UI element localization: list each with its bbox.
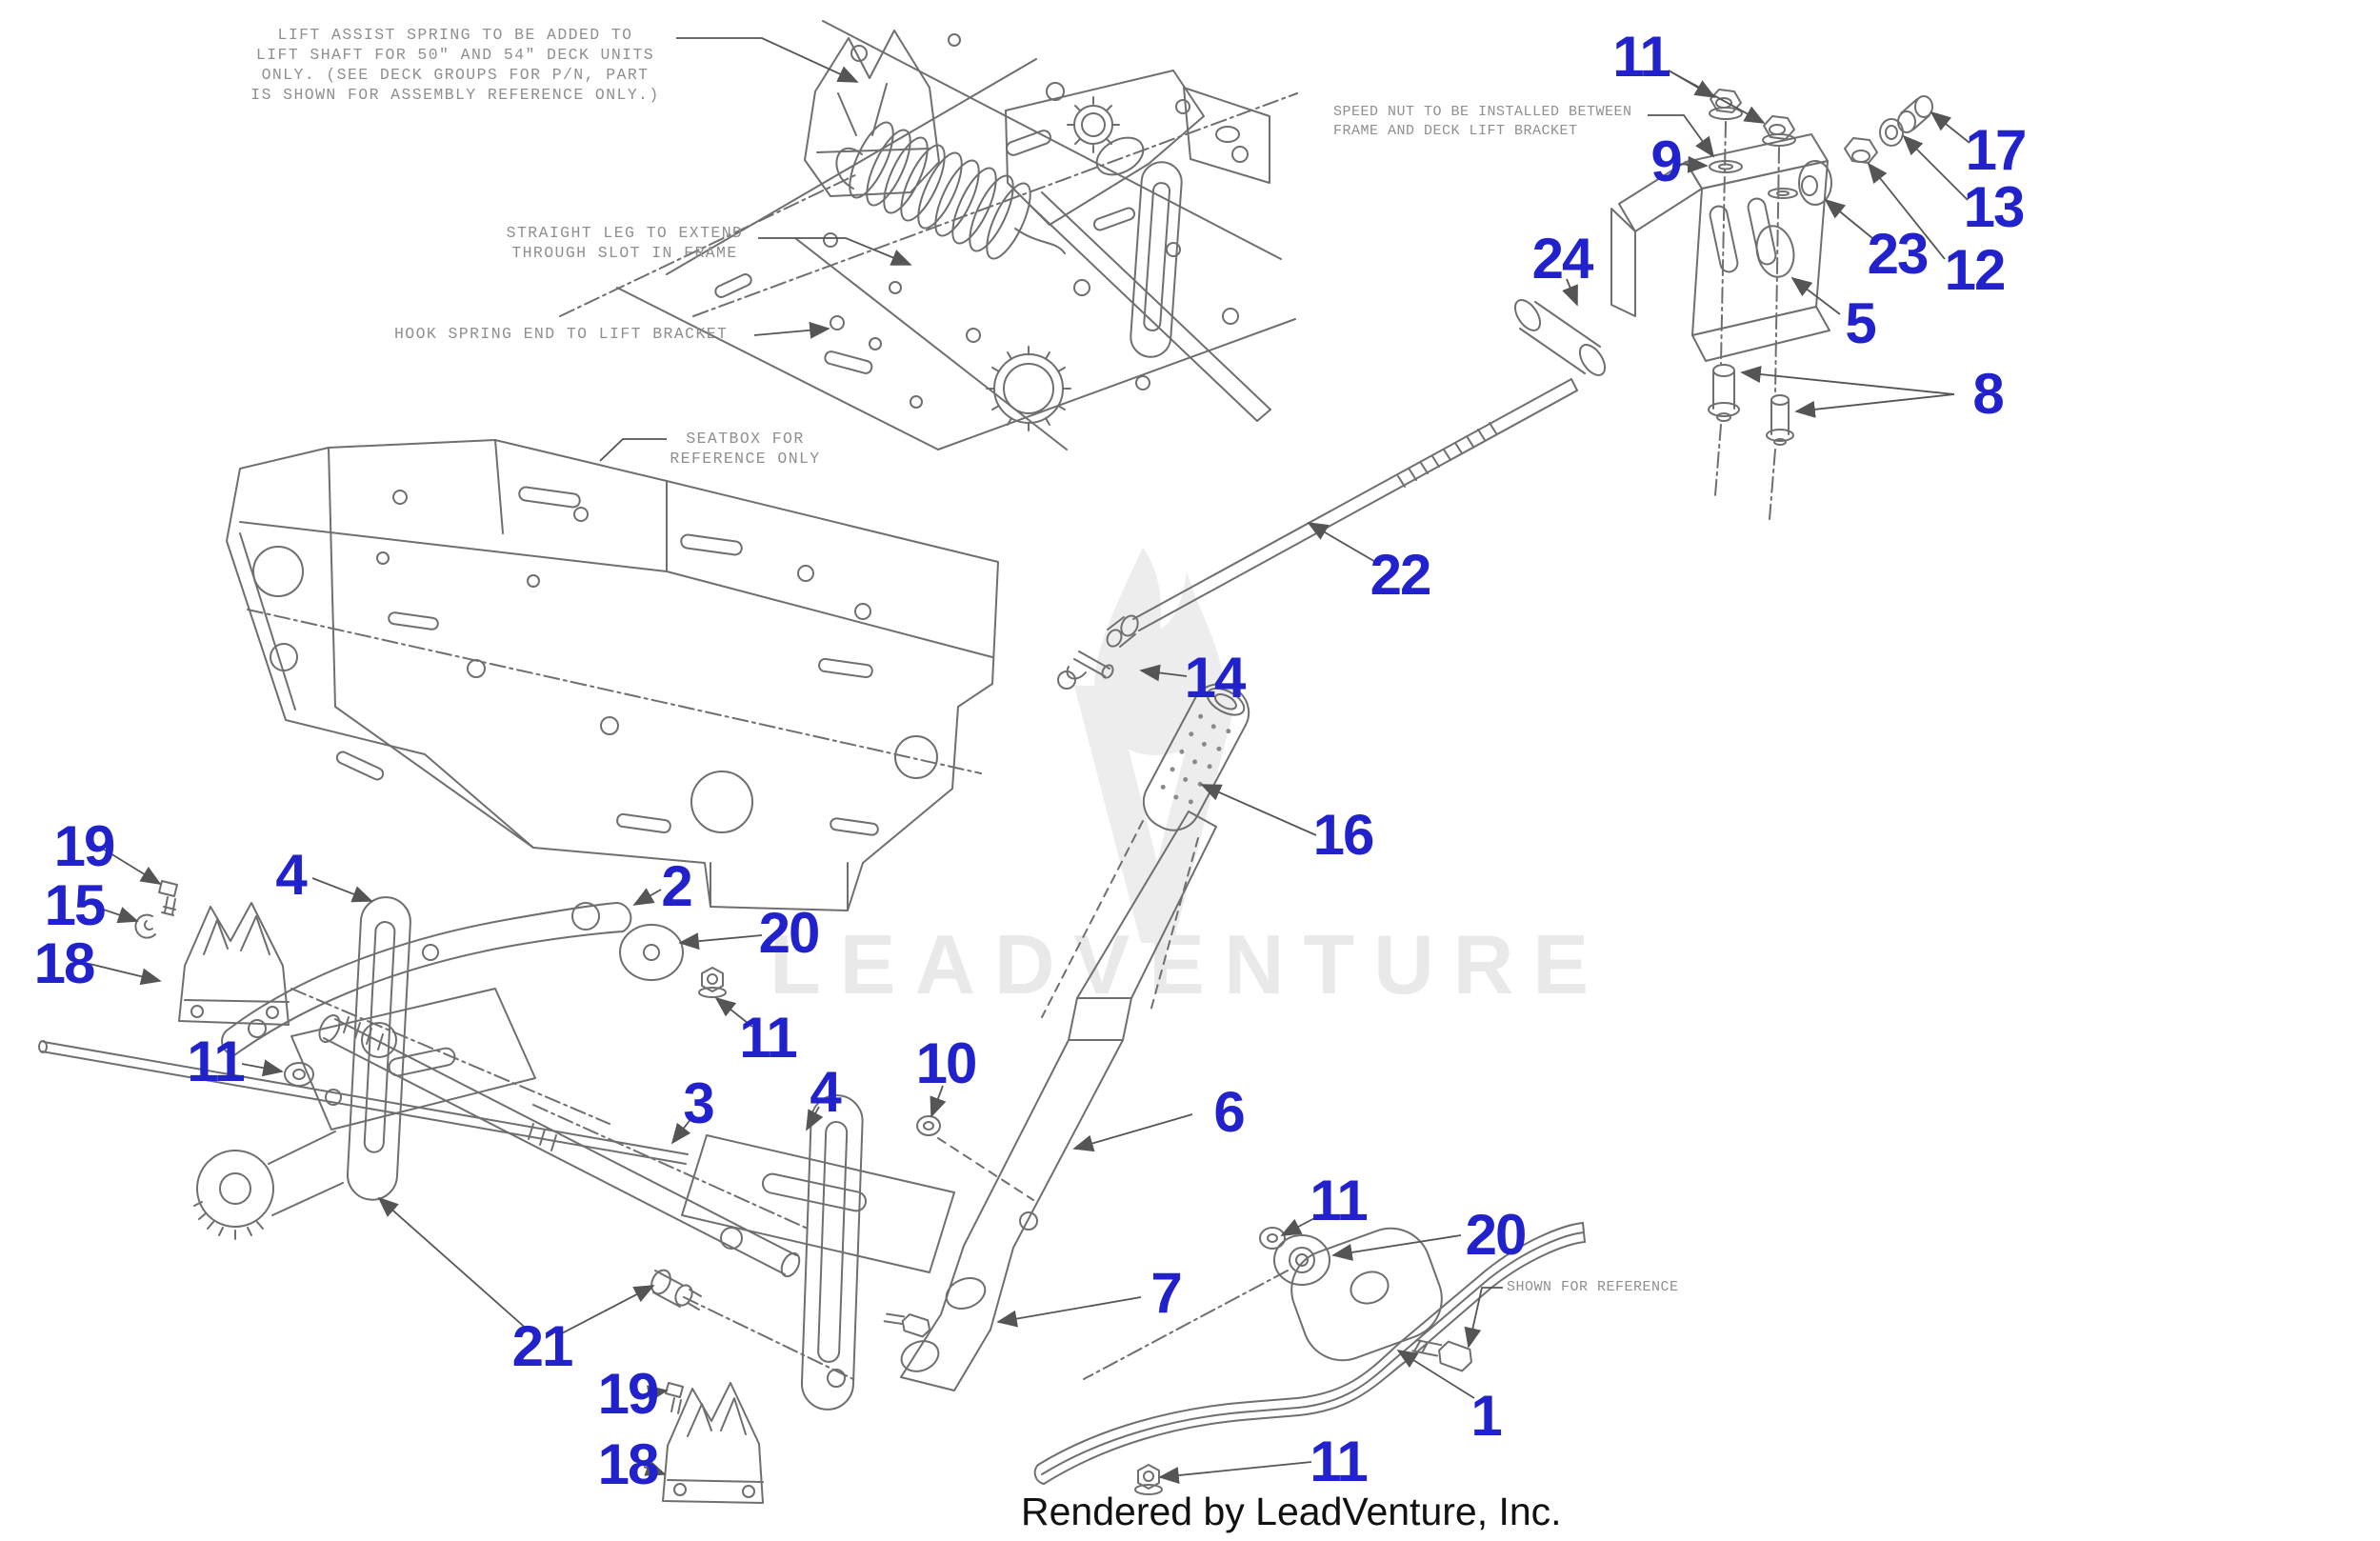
annotation-speed-nut: SPEED NUT TO BE INSTALLED BETWEEN FRAME …: [1333, 104, 1632, 139]
annotation-lift-assist: LIFT ASSIST SPRING TO BE ADDED TO LIFT S…: [250, 26, 660, 104]
callout-part-19-26: 19: [597, 1362, 660, 1426]
callout-part-11-28: 11: [1310, 1430, 1368, 1493]
callout-part-15-13: 15: [44, 873, 107, 937]
callout-part-18-14: 18: [33, 931, 96, 995]
lift-shaft-drawing: [38, 880, 955, 1504]
annotation-hook-spring: HOOK SPRING END TO LIFT BRACKET: [394, 325, 729, 343]
callout-part-2-16: 2: [661, 854, 692, 918]
callout-part-11-0: 11: [1612, 25, 1670, 89]
annotation-seatbox: SEATBOX FOR REFERENCE ONLY: [670, 430, 821, 468]
callout-part-16-11: 16: [1312, 803, 1375, 867]
callout-part-20-30: 20: [1465, 1203, 1528, 1267]
leadventure-watermark: LEADVENTURE: [770, 917, 1609, 1011]
callout-part-7-24: 7: [1150, 1261, 1182, 1325]
callout-part-3-20: 3: [683, 1071, 714, 1135]
annotation-shown-for-reference: SHOWN FOR REFERENCE: [1507, 1279, 1679, 1295]
callout-part-21-25: 21: [511, 1314, 574, 1378]
callout-part-20-17: 20: [758, 901, 821, 965]
callout-part-8-8: 8: [1972, 362, 2004, 426]
callout-part-6-23: 6: [1213, 1080, 1245, 1144]
callout-part-18-27: 18: [597, 1432, 660, 1496]
frame-spring-drawing: [559, 20, 1298, 450]
seatbox-drawing: [226, 439, 999, 911]
callout-part-24-2: 24: [1531, 227, 1594, 290]
callout-part-17-3: 17: [1965, 118, 2028, 182]
callout-part-14-10: 14: [1184, 646, 1247, 710]
callout-part-10-22: 10: [915, 1031, 978, 1095]
callout-part-1-31: 1: [1470, 1384, 1502, 1448]
callout-part-9-1: 9: [1650, 130, 1682, 193]
callout-part-11-18: 11: [739, 1006, 797, 1070]
leader-lines: [89, 37, 1970, 1484]
callout-part-4-15: 4: [275, 843, 307, 907]
annotation-straight-leg: STRAIGHT LEG TO EXTEND THROUGH SLOT IN F…: [506, 224, 744, 262]
callout-part-5-7: 5: [1845, 291, 1876, 355]
callout-part-23-5: 23: [1867, 222, 1930, 286]
callout-part-13-4: 13: [1963, 175, 2026, 239]
leadventure-flame-watermark: [1074, 548, 1240, 943]
callout-part-11-19: 11: [187, 1030, 245, 1093]
deck-lift-bracket-drawing: [1057, 89, 1933, 690]
centerlines: [290, 820, 1289, 1382]
callout-part-19-12: 19: [53, 814, 116, 878]
callout-part-4-21: 4: [810, 1060, 841, 1124]
callout-part-11-29: 11: [1310, 1169, 1368, 1232]
callout-part-12-6: 12: [1944, 238, 2007, 302]
rendered-by-credit: Rendered by LeadVenture, Inc.: [1021, 1490, 1562, 1533]
callout-part-22-9: 22: [1370, 543, 1432, 607]
